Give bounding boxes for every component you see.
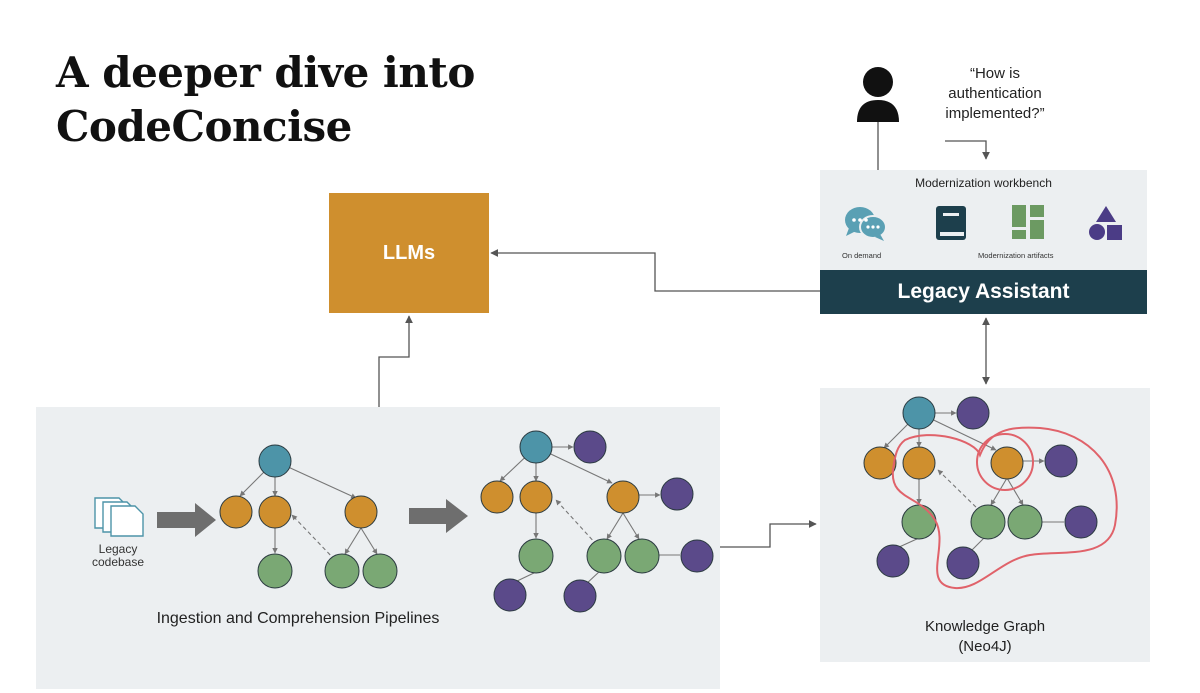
user-question: “How is authentication implemented?” (925, 64, 1065, 124)
process-arrow-2 (409, 499, 468, 533)
legacy-line-2: codebase (91, 555, 145, 569)
graph-node (1044, 444, 1078, 478)
kg-line-2: (Neo4J) (958, 638, 1012, 655)
book-icon (936, 206, 966, 240)
llms-box: LLMs (329, 193, 489, 313)
kg-line-1: Knowledge Graph (924, 618, 1046, 635)
graph-node (606, 480, 640, 514)
graph-node (480, 480, 514, 514)
process-arrow-1 (157, 503, 216, 537)
graph-node (902, 446, 936, 480)
graph-node (219, 495, 253, 529)
graph-node (624, 538, 660, 574)
graph-node (1007, 504, 1043, 540)
graph-node (362, 553, 398, 589)
graph-node (660, 477, 694, 511)
graph-node (586, 538, 622, 574)
graph-node (990, 446, 1024, 480)
graph-node (493, 578, 527, 612)
question-line-3: implemented?” (945, 105, 1045, 122)
graph-node (956, 396, 990, 430)
slide-title: A deeper dive into CodeConcise (56, 46, 475, 154)
documents-icon (94, 497, 144, 537)
graph-node (863, 446, 897, 480)
graph-node (519, 480, 553, 514)
title-line-2: CodeConcise (56, 102, 352, 151)
title-line-1: A deeper dive into (56, 48, 475, 97)
graph-node (257, 553, 293, 589)
person-icon (857, 67, 899, 122)
highlight-circle (976, 433, 1034, 491)
graph-node (680, 539, 714, 573)
arrow-pipeline-to-llms (378, 315, 413, 407)
question-line-1: “How is (969, 65, 1020, 82)
knowledge-graph-label: Knowledge Graph (Neo4J) (820, 617, 1150, 657)
layout-icon (1012, 205, 1044, 239)
graph-node (258, 444, 292, 478)
graph-node (519, 430, 553, 464)
graph-node (563, 579, 597, 613)
graph-node (901, 504, 937, 540)
modernization-artifacts-label: Modernization artifacts (978, 251, 1054, 260)
graph-node (902, 396, 936, 430)
graph-node (518, 538, 554, 574)
graph-node (946, 546, 980, 580)
legacy-assistant-label: Legacy Assistant (897, 280, 1070, 303)
legacy-line-1: Legacy (98, 542, 138, 556)
graph-node (573, 430, 607, 464)
workbench-title: Modernization workbench (915, 176, 1052, 190)
chat-bubbles-icon (845, 207, 887, 241)
question-line-2: authentication (948, 85, 1042, 102)
legacy-assistant-bar: Legacy Assistant (820, 270, 1147, 314)
pipeline-label: Ingestion and Comprehension Pipelines (156, 610, 440, 627)
modernization-workbench: Modernization workbench On demand Modern… (820, 170, 1147, 270)
graph-node (344, 495, 378, 529)
on-demand-label: On demand (842, 251, 882, 260)
arrow-question-to-workbench (945, 140, 990, 160)
graph-node (876, 544, 910, 578)
graph-node (1064, 505, 1098, 539)
llms-label: LLMs (382, 241, 436, 264)
shapes-icon (1089, 206, 1122, 240)
arrow-pipeline-to-kg (720, 520, 817, 548)
graph-node (258, 495, 292, 529)
legacy-codebase-label: Legacy codebase (78, 543, 158, 569)
graph-node (970, 504, 1006, 540)
graph-node (324, 553, 360, 589)
arrow-workbench-to-llms (490, 249, 820, 292)
